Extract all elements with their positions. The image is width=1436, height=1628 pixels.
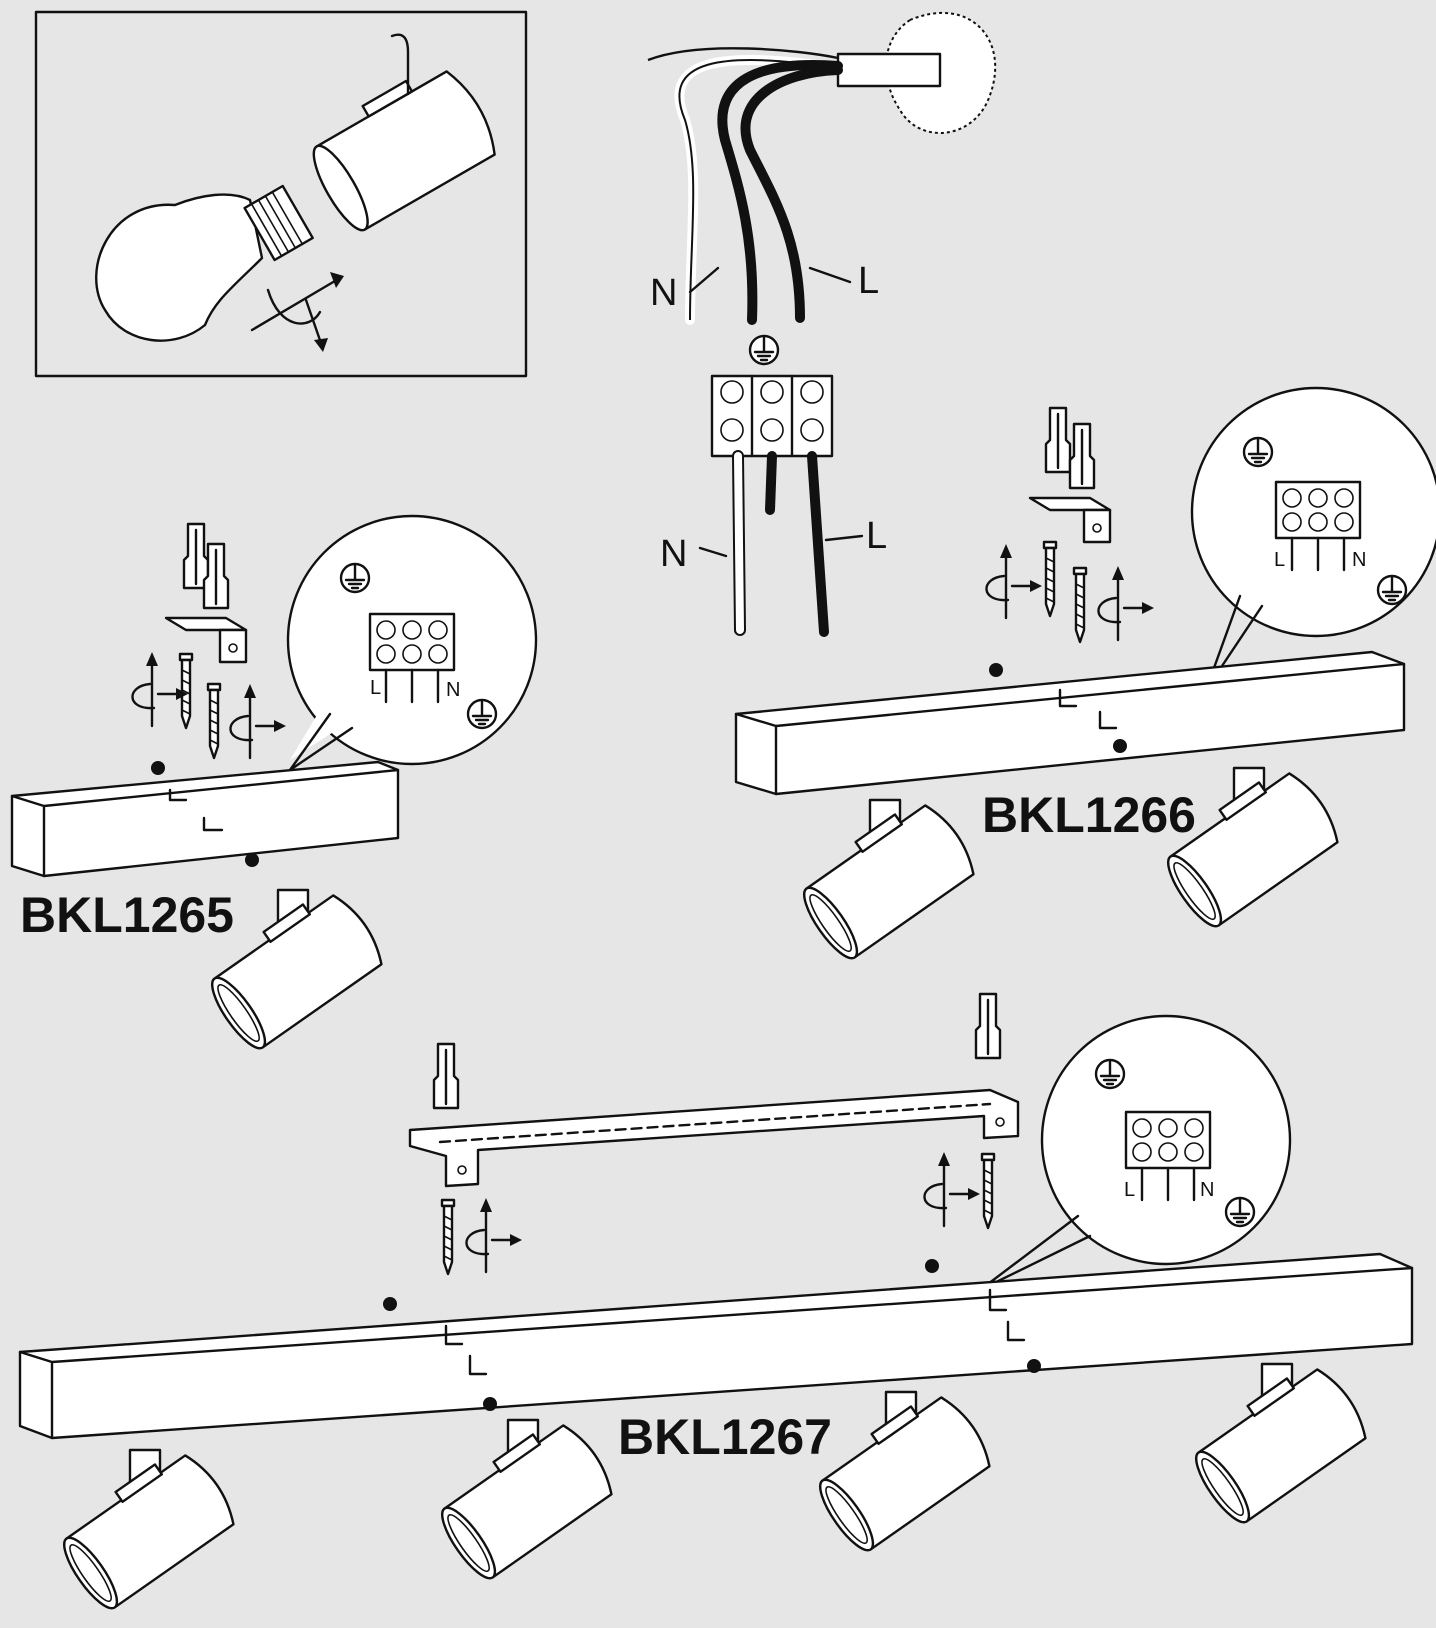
wiring-diagram: N L N L <box>647 11 997 637</box>
track-bar-1266 <box>734 650 1406 796</box>
wall-plug-icon <box>1068 422 1096 490</box>
neutral-lead-label: N <box>660 533 687 575</box>
rotate-arrow-icon <box>131 650 190 728</box>
bkl1267-assembly: L N BKL1267 <box>18 992 1414 1617</box>
wall-plug-icon <box>974 992 1002 1060</box>
screw-icon <box>980 1152 996 1230</box>
bkl1266-assembly: L N BKL1266 <box>734 386 1436 967</box>
callout-neutral-label: N <box>1352 549 1366 571</box>
screw-icon <box>1072 566 1088 644</box>
live-lead-label: L <box>866 515 887 557</box>
rotate-arrow-icon <box>229 682 288 760</box>
wall-plug-icon <box>1044 406 1072 474</box>
bulb-socket-thread <box>243 184 314 262</box>
model-label-bkl1267: BKL1267 <box>618 1409 832 1465</box>
wall-plug-icon <box>432 1042 460 1110</box>
spotlight-head <box>426 1410 621 1587</box>
callout-neutral-label: N <box>446 679 460 701</box>
model-label-bkl1265: BKL1265 <box>20 887 234 943</box>
wall-plug-icon <box>202 542 230 610</box>
live-wire-label: L <box>858 260 879 302</box>
bulb-inset <box>34 10 528 378</box>
terminal-block <box>710 374 834 458</box>
cable-sleeve <box>836 52 942 88</box>
screw-icon <box>1042 540 1058 618</box>
rotate-arrow-icon <box>985 542 1044 620</box>
rotate-arrow-icon <box>923 1150 982 1228</box>
callout-live-label: L <box>370 677 381 699</box>
screw-icon <box>440 1198 456 1276</box>
mounting-bracket <box>164 616 248 664</box>
rotate-arrow-icon <box>1097 564 1156 642</box>
model-label-bkl1266: BKL1266 <box>982 787 1196 843</box>
spotlight-head <box>48 1440 243 1617</box>
track-bar-1267 <box>18 1252 1414 1440</box>
neutral-wire-label: N <box>650 272 677 314</box>
earth-ground-icon <box>748 334 780 366</box>
spotlight-head <box>788 790 983 967</box>
lamp-head-cylinder <box>312 70 496 232</box>
callout-live-label: L <box>1124 1179 1135 1201</box>
callout-neutral-label: N <box>1200 1179 1214 1201</box>
spotlight-head <box>1152 758 1347 935</box>
spotlight-head <box>804 1382 999 1559</box>
bkl1265-assembly: L N BKL1265 <box>10 514 538 1057</box>
spotlight-head <box>1180 1354 1375 1531</box>
track-bar-1265 <box>10 760 400 878</box>
rotate-arrow-icon <box>465 1196 524 1274</box>
light-bulb-icon <box>95 193 264 342</box>
mounting-bracket <box>1028 496 1112 544</box>
screw-icon <box>206 682 222 760</box>
rotate-bulb-icon <box>250 272 344 352</box>
mounting-rail <box>408 1088 1020 1188</box>
lamp-hook <box>390 33 410 96</box>
callout-live-label: L <box>1274 549 1285 571</box>
